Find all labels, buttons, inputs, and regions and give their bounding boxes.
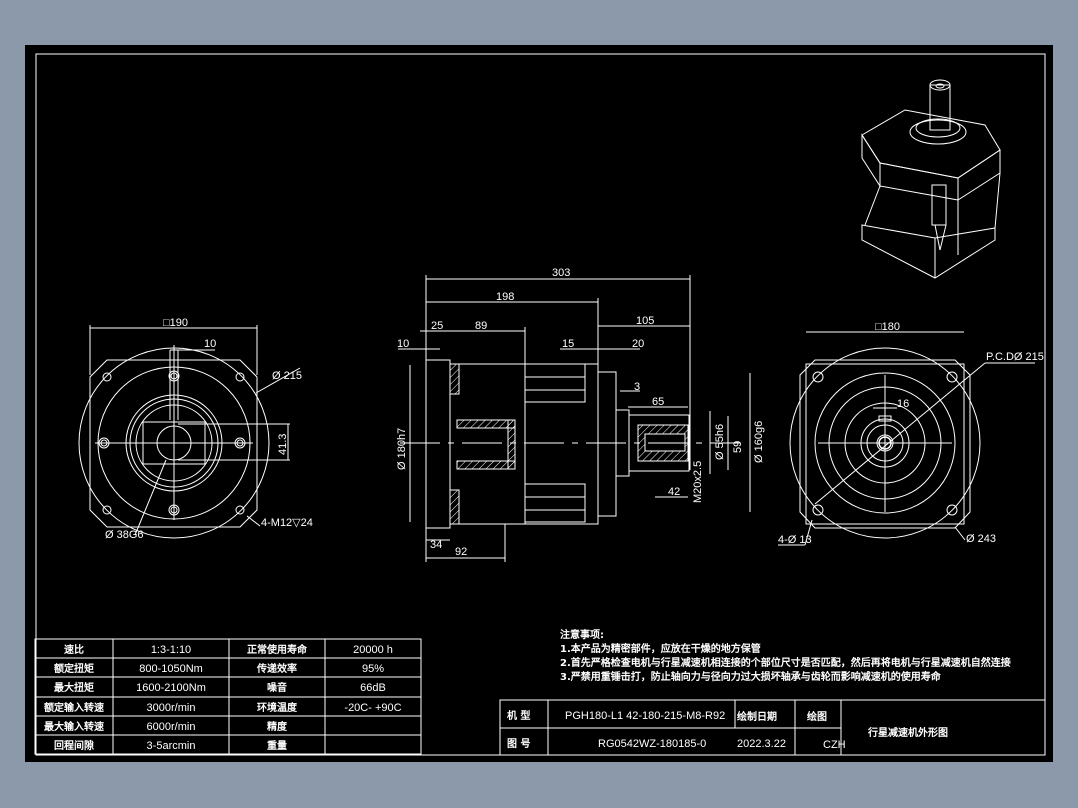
spec-row-0: 速比 1:3-1:10 正常使用寿命 20000 h — [64, 643, 393, 656]
dim-20: 20 — [632, 338, 644, 350]
dim-square: □190 — [163, 317, 188, 329]
dim-59: 59 — [732, 441, 744, 453]
spec-value: 3000r/min — [147, 702, 196, 714]
drawing-title: 行星减速机外形图 — [867, 726, 948, 739]
dim-shaft: Ø 55h6 — [714, 424, 726, 460]
spec-label: 重量 — [267, 739, 287, 752]
model-label: 机 型 — [507, 709, 530, 722]
spec-label: 额定扭矩 — [54, 662, 94, 675]
left-view: □190 10 Ø 215 41.3 4-M12▽24 Ø 38G6 — [78, 317, 313, 541]
title-block: 机 型 PGH180-L1 42-180-215-M8-R92 绘制日期 绘图 … — [499, 699, 1046, 756]
spec-label: 环境温度 — [257, 701, 298, 714]
dim-holes: 4-Ø 13 — [778, 534, 812, 546]
dim-89: 89 — [475, 320, 487, 332]
spec-label: 噪音 — [267, 681, 287, 694]
dim-bore: Ø 38G6 — [105, 529, 144, 541]
spec-table: 速比 1:3-1:10 正常使用寿命 20000 h 额定扭矩 800-1050… — [34, 638, 422, 755]
dim-92: 92 — [455, 546, 467, 558]
notes-heading: 注意事项: — [560, 628, 604, 641]
spec-value: 1600-2100Nm — [136, 682, 206, 694]
spec-value: 6000r/min — [147, 721, 196, 733]
spec-label: 最大输入转速 — [44, 720, 104, 733]
spec-value: 3-5arcmin — [147, 740, 196, 752]
dim-height: 41.3 — [277, 434, 289, 455]
dim-105: 105 — [636, 315, 654, 327]
spec-label: 精度 — [267, 720, 288, 733]
dim-total: 303 — [552, 267, 570, 279]
spec-row-3: 额定输入转速 3000r/min 环境温度 -20C- +90C — [44, 701, 402, 714]
dim-spigot: Ø 160g6 — [753, 421, 765, 463]
dim-square: □180 — [875, 321, 900, 333]
dim-198: 198 — [496, 291, 514, 303]
spec-label: 速比 — [64, 643, 84, 656]
note-item: 2.首先严格检查电机与行星减速机相连接的个部位尺寸是否匹配，然后再将电机与行星减… — [560, 656, 1011, 669]
dim-outer: Ø 243 — [966, 533, 996, 545]
spec-row-2: 最大扭矩 1600-2100Nm 噪音 66dB — [54, 681, 386, 694]
date-label: 绘制日期 — [737, 710, 777, 723]
bolt-holes — [98, 370, 246, 516]
dim-pcd: P.C.DØ 215 — [986, 351, 1044, 363]
dim-holes: 4-M12▽24 — [261, 517, 313, 529]
dim-25: 25 — [431, 320, 443, 332]
drawer-label: 绘图 — [807, 710, 827, 723]
dim-42: 42 — [668, 486, 680, 498]
spec-value: 800-1050Nm — [139, 663, 203, 675]
spec-value: 20000 h — [353, 644, 393, 656]
date-value: 2022.3.22 — [737, 738, 786, 750]
spec-value: 66dB — [360, 682, 386, 694]
spec-label: 回程间隙 — [54, 739, 94, 752]
dim-flange: Ø 180h7 — [396, 428, 408, 470]
right-view: □180 P.C.DØ 215 16 4-Ø 13 Ø 243 — [778, 321, 1044, 546]
isometric-view — [861, 79, 1001, 279]
spec-label: 额定输入转速 — [44, 701, 104, 714]
spec-label: 正常使用寿命 — [247, 643, 308, 656]
dim-thread: M20x2.5 — [692, 461, 704, 503]
dim-15: 15 — [562, 338, 574, 350]
dim-34: 34 — [430, 539, 442, 551]
drawer-value: CZH — [823, 739, 846, 751]
dim-key: 16 — [897, 398, 909, 410]
spec-label: 最大扭矩 — [54, 681, 94, 694]
spec-row-5: 回程间隙 3-5arcmin 重量 — [54, 739, 287, 752]
dim-10: 10 — [397, 338, 409, 350]
model-value: PGH180-L1 42-180-215-M8-R92 — [565, 710, 725, 722]
spec-value: -20C- +90C — [344, 702, 401, 714]
spec-value: 95% — [362, 663, 384, 675]
spec-value: 1:3-1:10 — [151, 644, 191, 656]
dim-3: 3 — [634, 381, 640, 393]
dim-slot: 10 — [204, 338, 216, 350]
notes: 注意事项: 1.本产品为精密部件，应放在干燥的地方保管 2.首先严格检查电机与行… — [560, 628, 1011, 683]
dimension-lines — [398, 275, 751, 562]
note-item: 1.本产品为精密部件，应放在干燥的地方保管 — [560, 642, 761, 655]
spec-label: 传递效率 — [256, 662, 297, 675]
drawing-no-label: 图 号 — [507, 738, 530, 750]
drawing-no-value: RG0542WZ-180185-0 — [598, 738, 706, 750]
side-view: 303 198 105 25 89 10 15 20 3 65 42 34 92… — [396, 267, 765, 562]
note-item: 3.严禁用重锤击打，防止轴向力与径向力过大损坏轴承与齿轮而影响减速机的使用寿命 — [560, 670, 942, 683]
spec-row-1: 额定扭矩 800-1050Nm 传递效率 95% — [54, 662, 384, 675]
spec-row-4: 最大输入转速 6000r/min 精度 — [44, 720, 288, 733]
dim-pcd: Ø 215 — [272, 370, 302, 382]
dim-65: 65 — [652, 396, 664, 408]
